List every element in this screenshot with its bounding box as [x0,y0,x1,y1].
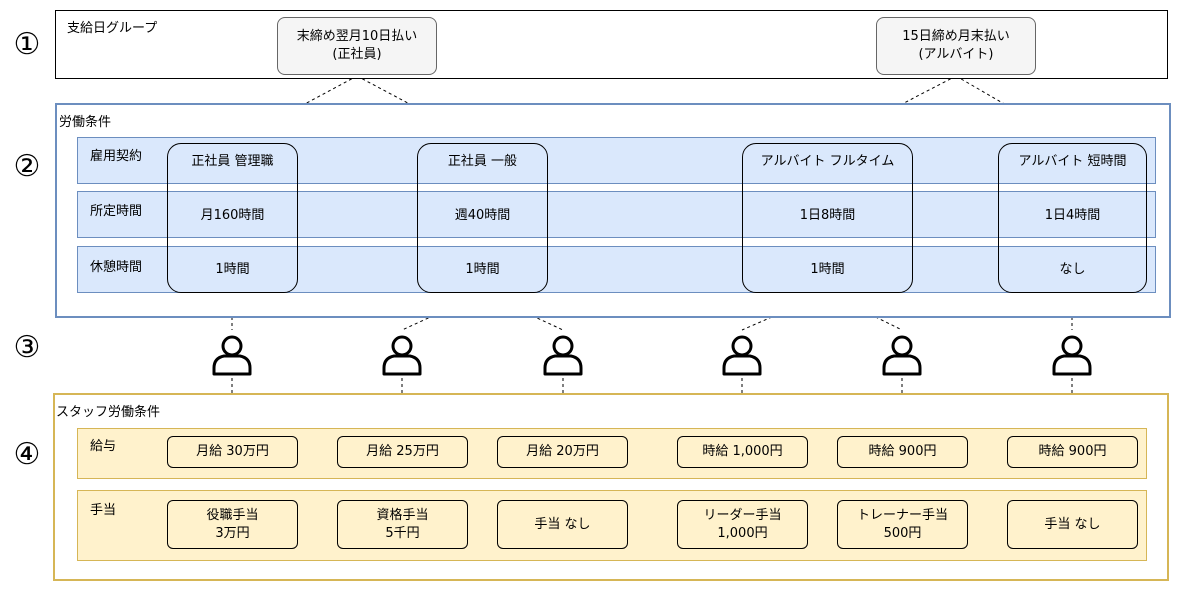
paydate-group-line1: 15日締め月末払い [902,28,1010,44]
contract-break: なし [1059,261,1086,277]
user-icon[interactable] [210,332,254,376]
contract-break: 1時間 [465,261,500,277]
row-label-break-time: 休憩時間 [90,260,143,275]
paydate-group-box[interactable]: 15日締め月末払い (アルバイト) [876,17,1036,75]
contract-break: 1時間 [810,261,845,277]
salary-box[interactable]: 月給 20万円 [497,436,628,468]
paydate-group-box[interactable]: 末締め翌月10日払い (正社員) [277,17,437,75]
allowance-box[interactable]: リーダー手当 1,000円 [677,500,808,549]
paydate-group-line2: (正社員) [332,47,382,62]
condition-row-band [77,191,1156,238]
user-icon[interactable] [380,332,424,376]
contract-hours: 1日8時間 [799,207,856,223]
allowance-line2: 5千円 [385,525,420,541]
salary-box[interactable]: 時給 900円 [1007,436,1138,468]
allowance-line1: 役職手当 [206,507,259,523]
salary-box[interactable]: 月給 25万円 [337,436,468,468]
allowance-line1: 資格手当 [376,507,429,523]
allowance-line1: 手当 なし [534,516,591,532]
working-conditions-title: 労働条件 [59,115,112,130]
condition-row-band [77,246,1156,293]
user-icon[interactable] [880,332,924,376]
allowance-box[interactable]: トレーナー手当 500円 [837,500,968,549]
allowance-line1: 手当 なし [1044,516,1101,532]
contract-hours: 月160時間 [200,207,265,223]
contract-name: アルバイト フルタイム [760,153,895,169]
allowance-line2: 500円 [883,525,922,541]
row-label-allowance: 手当 [90,503,117,518]
paydate-group-line2: (アルバイト) [918,47,994,62]
contract-card[interactable] [998,143,1147,293]
salary-box[interactable]: 月給 30万円 [167,436,298,468]
condition-row-band [77,137,1156,184]
user-icon[interactable] [541,332,585,376]
contract-name: 正社員 管理職 [191,153,274,169]
paydate-group-title: 支給日グループ [67,21,158,36]
salary-box[interactable]: 時給 900円 [837,436,968,468]
contract-break: 1時間 [215,261,250,277]
user-icon[interactable] [1050,332,1094,376]
allowance-box[interactable]: 手当 なし [1007,500,1138,549]
allowance-line2: 3万円 [215,525,250,541]
contract-name: 正社員 一般 [447,153,518,169]
allowance-box[interactable]: 手当 なし [497,500,628,549]
row-label-employment-contract: 雇用契約 [90,149,143,164]
staff-conditions-title: スタッフ労働条件 [56,405,161,420]
row-label-scheduled-hours: 所定時間 [90,204,143,219]
allowance-line1: トレーナー手当 [856,507,948,523]
allowance-box[interactable]: 資格手当 5千円 [337,500,468,549]
section-number-1: ① [13,27,41,62]
contract-hours: 週40時間 [454,207,511,223]
user-icon[interactable] [720,332,764,376]
contract-card[interactable] [167,143,298,293]
contract-card[interactable] [417,143,548,293]
paydate-group-line1: 末締め翌月10日払い [296,28,418,44]
salary-box[interactable]: 時給 1,000円 [677,436,808,468]
allowance-line1: リーダー手当 [703,507,782,523]
contract-card[interactable] [742,143,913,293]
section-number-4: ④ [13,437,41,472]
allowance-box[interactable]: 役職手当 3万円 [167,500,298,549]
section-number-2: ② [13,149,41,184]
contract-hours: 1日4時間 [1044,207,1101,223]
contract-name: アルバイト 短時間 [1018,153,1127,169]
row-label-salary: 給与 [90,439,117,454]
section-number-3: ③ [13,330,41,365]
allowance-line2: 1,000円 [717,525,768,541]
